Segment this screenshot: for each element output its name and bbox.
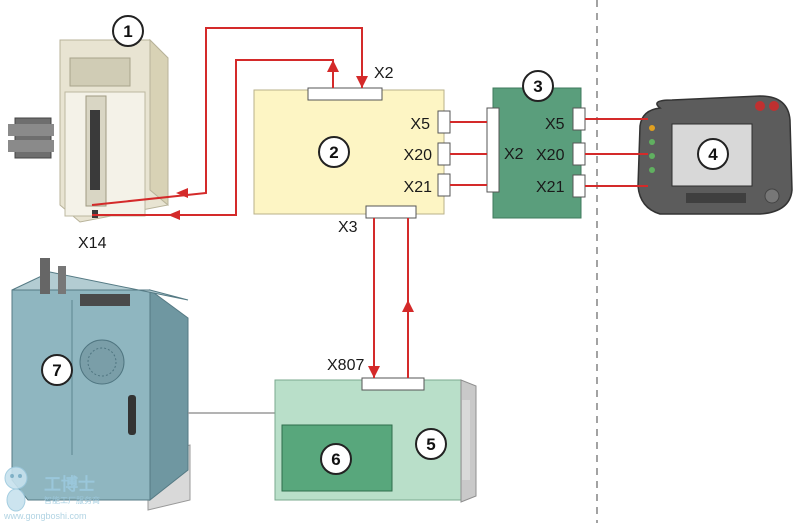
watermark-title: 工博士 [44,474,95,495]
watermark-url: www.gongboshi.com [3,511,87,521]
svg-text:2: 2 [329,143,338,162]
svg-text:5: 5 [426,435,435,454]
wire-arrows [168,60,414,378]
x807-connector [361,377,425,391]
badge-5: 5 [415,428,447,460]
label-x3: X3 [338,219,358,236]
badge-2: 2 [318,136,350,168]
watermark: 工博士 智能工厂服务商 www.gongboshi.com [3,466,100,521]
watermark-mascot-icon [4,466,28,512]
x21-port-board [437,173,451,197]
x21-port-pendant-side [572,174,586,198]
watermark-subtitle: 智能工厂服务商 [44,495,100,505]
label-x2-top: X2 [374,65,394,82]
label-x807: X807 [327,357,364,374]
svg-text:4: 4 [708,145,718,164]
x2-connector-side [486,107,500,193]
badge-6: 6 [320,443,352,475]
x2-connector-top [307,87,383,101]
svg-text:7: 7 [52,361,61,380]
x20-port-board [437,142,451,166]
label-x2-side: X2 [504,146,524,163]
drive-module [8,38,169,223]
x5-port-pendant-side [572,107,586,131]
x5-port-board [437,110,451,134]
svg-text:1: 1 [123,22,132,41]
label-x21-pendant: X21 [536,179,565,196]
badge-7: 7 [41,354,73,386]
svg-text:6: 6 [331,450,340,469]
x20-port-pendant-side [572,142,586,166]
label-x20-pendant: X20 [536,147,565,164]
badge-4: 4 [697,138,729,170]
label-x14: X14 [78,235,107,252]
label-x5-pendant: X5 [545,116,565,133]
label-x5-board: X5 [410,116,430,133]
x3-connector [365,205,417,219]
label-x20-board: X20 [404,147,433,164]
svg-text:3: 3 [533,77,542,96]
badge-3: 3 [522,70,554,102]
controller-cabinet [11,258,191,511]
label-x21-board: X21 [404,179,433,196]
badge-1: 1 [112,15,144,47]
